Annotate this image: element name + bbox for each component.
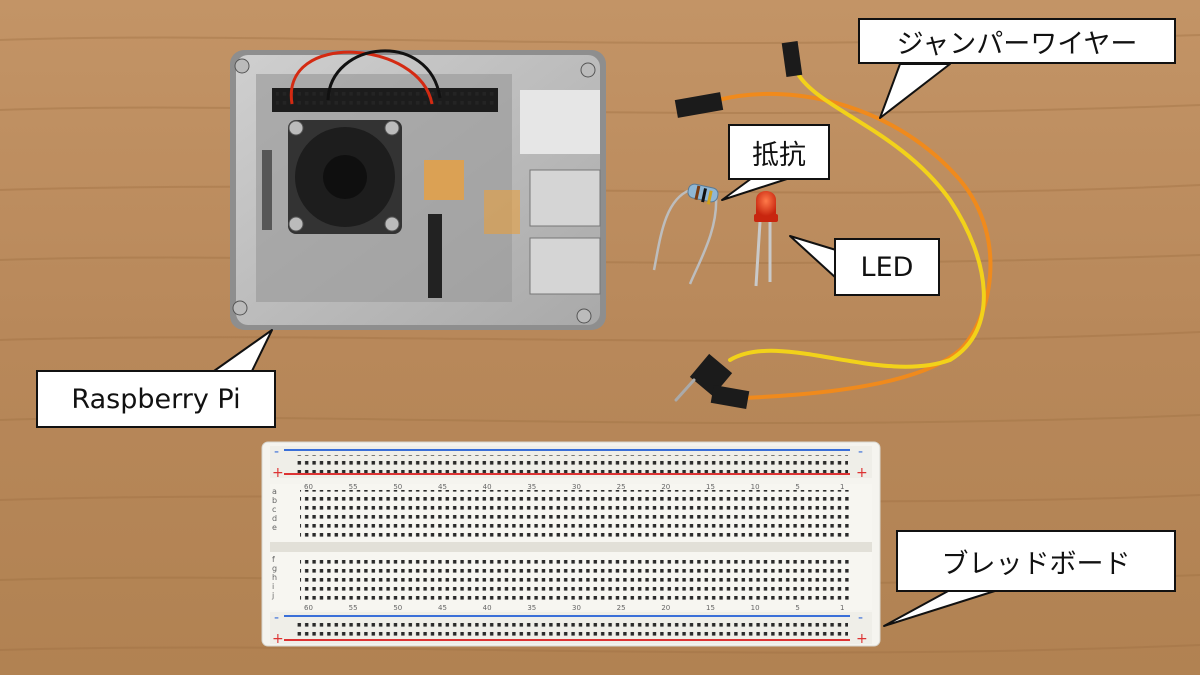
row-letter-top-2: c (272, 505, 276, 514)
row-letter-bottom-1: g (272, 564, 277, 573)
label-led: LED (834, 238, 940, 296)
column-number-top-8: 20 (661, 483, 670, 491)
column-number-top-7: 25 (617, 483, 626, 491)
column-number-bottom-2: 10 (751, 604, 760, 612)
rail-minus-top-right: - (858, 444, 863, 460)
rail-plus-bottom-left: + (272, 631, 284, 647)
column-number-top-10: 10 (751, 483, 760, 491)
column-number-top-3: 45 (438, 483, 447, 491)
column-number-bottom-12: 60 (304, 604, 313, 612)
label-jumper-wire: ジャンパーワイヤー (858, 18, 1176, 64)
column-number-top-11: 5 (795, 483, 799, 491)
row-letter-bottom-0: f (272, 555, 275, 564)
column-number-top-5: 35 (527, 483, 536, 491)
rail-minus-bottom-left: - (274, 610, 279, 626)
column-number-bottom-10: 50 (393, 604, 402, 612)
row-letter-top-0: a (272, 487, 277, 496)
row-letter-bottom-2: h (272, 573, 277, 582)
column-number-bottom-1: 5 (795, 604, 799, 612)
rail-plus-top-left: + (272, 465, 284, 481)
resistor (652, 183, 719, 285)
rail-plus-top-right: + (856, 465, 868, 481)
column-number-top-6: 30 (572, 483, 581, 491)
column-number-bottom-5: 25 (617, 604, 626, 612)
rail-minus-top-left: - (274, 444, 279, 460)
column-number-bottom-11: 55 (349, 604, 358, 612)
column-number-bottom-4: 20 (661, 604, 670, 612)
rail-minus-bottom-right: - (858, 610, 863, 626)
raspberry-pi-case (230, 49, 606, 330)
column-number-bottom-8: 40 (483, 604, 492, 612)
column-number-bottom-3: 15 (706, 604, 715, 612)
column-number-bottom-6: 30 (572, 604, 581, 612)
label-breadboard: ブレッドボード (896, 530, 1176, 592)
led (754, 191, 778, 287)
row-letter-top-3: d (272, 514, 277, 523)
label-raspberry-pi: Raspberry Pi (36, 370, 276, 428)
column-number-top-4: 40 (483, 483, 492, 491)
column-number-top-2: 50 (393, 483, 402, 491)
column-numbers-top: 60 55 50 45 40 35 30 25 20 15 10 5 1 (304, 483, 844, 491)
column-number-top-9: 15 (706, 483, 715, 491)
row-letter-bottom-3: i (272, 582, 274, 591)
column-number-bottom-7: 35 (527, 604, 536, 612)
label-resistor: 抵抗 (728, 124, 830, 180)
rail-plus-bottom-right: + (856, 631, 868, 647)
row-letter-top-4: e (272, 523, 277, 532)
column-number-top-1: 55 (349, 483, 358, 491)
column-number-bottom-0: 1 (840, 604, 844, 612)
column-number-top-12: 1 (840, 483, 844, 491)
column-number-top-0: 60 (304, 483, 313, 491)
column-number-bottom-9: 45 (438, 604, 447, 612)
row-letter-bottom-4: j (271, 591, 274, 600)
jumper-wires (674, 41, 993, 409)
breadboard (261, 441, 881, 647)
row-letter-top-1: b (272, 496, 277, 505)
